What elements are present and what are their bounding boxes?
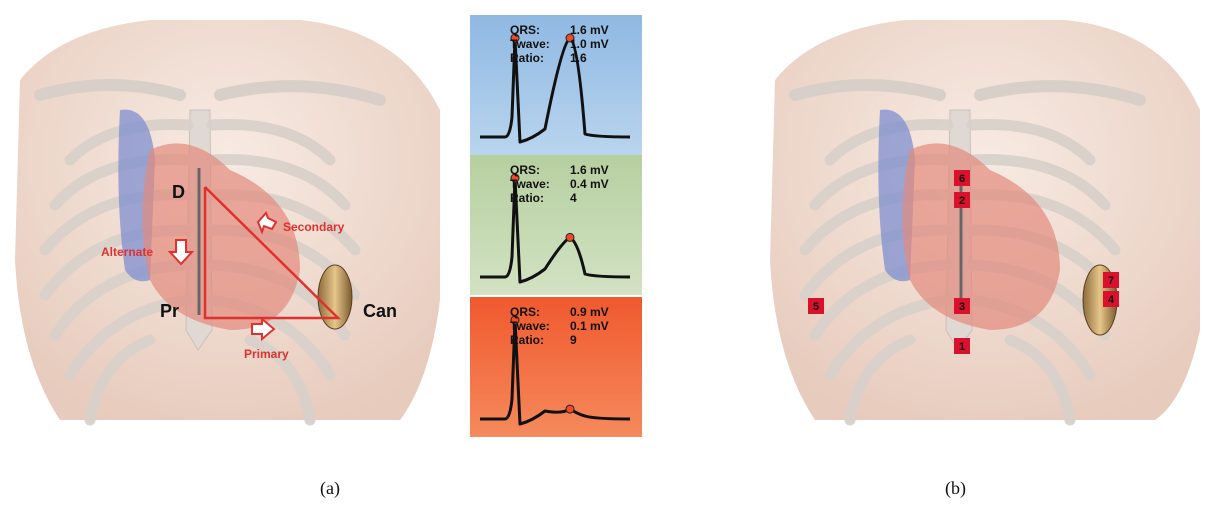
twave-label: Twave: <box>510 177 570 191</box>
ratio-value: 1.6 <box>570 51 587 65</box>
marker-6-label: 6 <box>959 173 965 185</box>
qrs-value: 1.6 mV <box>570 23 609 37</box>
sicd-can <box>318 265 352 329</box>
label-alternate: Alternate <box>101 245 153 259</box>
label-Pr: Pr <box>160 301 179 321</box>
electrode-marker-6: 6 <box>954 170 970 186</box>
marker-7-label: 7 <box>1108 275 1114 287</box>
qrs-label: QRS: <box>510 163 570 177</box>
twave-value: 0.4 mV <box>570 177 609 191</box>
ecg-panel-1: QRS:1.6 mV Twave:1.0 mV Ratio:1.6 <box>470 15 642 155</box>
ratio-label: Ratio: <box>510 333 570 347</box>
ecg-panel-3-stats: QRS:0.9 mV Twave:0.1 mV Ratio:9 <box>510 305 609 347</box>
marker-5-label: 5 <box>813 301 819 313</box>
electrode-marker-1: 1 <box>954 338 970 354</box>
twave-value: 0.1 mV <box>570 319 609 333</box>
twave-label: Twave: <box>510 37 570 51</box>
qrs-value: 0.9 mV <box>570 305 609 319</box>
ratio-value: 4 <box>570 191 577 205</box>
qrs-label: QRS: <box>510 23 570 37</box>
caption-a: (a) <box>320 478 340 499</box>
qrs-value: 1.6 mV <box>570 163 609 177</box>
ratio-label: Ratio: <box>510 191 570 205</box>
qrs-label: QRS: <box>510 305 570 319</box>
electrode-marker-3: 3 <box>954 298 970 314</box>
ecg-panel-2: QRS:1.6 mV Twave:0.4 mV Ratio:4 <box>470 155 642 295</box>
marker-3-label: 3 <box>959 301 965 313</box>
panel-a-anatomy: D Pr Can Secondary Alternate Primary <box>0 0 460 470</box>
label-D: D <box>172 182 185 202</box>
ecg-panel-1-stats: QRS:1.6 mV Twave:1.0 mV Ratio:1.6 <box>510 23 609 65</box>
panel-b-anatomy: 6 2 3 1 5 7 4 <box>745 0 1205 470</box>
marker-1-label: 1 <box>959 341 965 353</box>
twave-peak-dot <box>566 405 574 413</box>
ecg-panel-3: QRS:0.9 mV Twave:0.1 mV Ratio:9 <box>470 297 642 437</box>
twave-peak-dot <box>566 233 574 241</box>
label-Can: Can <box>363 301 397 321</box>
electrode-marker-4: 4 <box>1103 291 1119 307</box>
marker-4-label: 4 <box>1108 294 1115 306</box>
ecg-panel-2-stats: QRS:1.6 mV Twave:0.4 mV Ratio:4 <box>510 163 609 205</box>
label-primary: Primary <box>244 347 289 361</box>
twave-value: 1.0 mV <box>570 37 609 51</box>
marker-2-label: 2 <box>959 195 965 207</box>
electrode-marker-2: 2 <box>954 192 970 208</box>
caption-b: (b) <box>945 478 966 499</box>
twave-label: Twave: <box>510 319 570 333</box>
ratio-value: 9 <box>570 333 577 347</box>
ratio-label: Ratio: <box>510 51 570 65</box>
electrode-marker-7: 7 <box>1103 272 1119 288</box>
electrode-marker-5: 5 <box>808 298 824 314</box>
label-secondary: Secondary <box>283 220 345 234</box>
